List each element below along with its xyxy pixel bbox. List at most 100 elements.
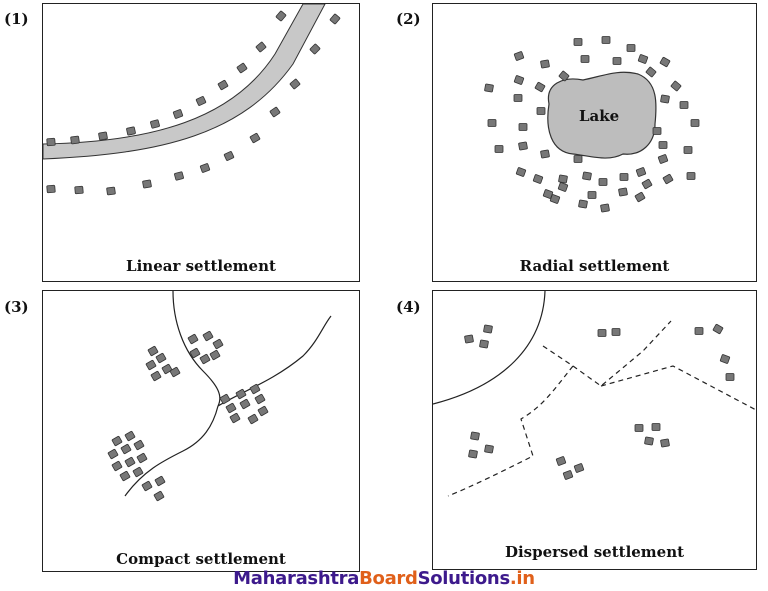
house-icon [236,62,248,74]
house-icon [126,126,136,136]
house-icon [195,96,207,106]
house-icon [612,57,622,65]
lake [547,71,657,159]
watermark-part3: Solutions [417,568,511,589]
panel-caption: Linear settlement [126,257,276,275]
house-icon [111,435,123,447]
house-icon [515,167,527,177]
house-icon [660,438,670,448]
house-icon [150,370,162,382]
linear-map [43,4,341,196]
house-icon [111,460,123,472]
dispersed-map [433,291,756,497]
house-icon [573,155,583,163]
house-icon [557,182,569,192]
house-icon [257,405,269,417]
house-icon [626,44,636,52]
watermark-part4: .in [509,568,535,589]
house-icon [169,366,181,378]
house-icon [513,94,523,102]
house-icon [652,127,662,135]
house-icon [549,194,561,204]
lake-label: Lake [579,107,620,125]
houses [484,36,700,213]
watermark-part1: Maharashtra [233,568,360,589]
house-icon [468,449,478,459]
house-icon [494,145,504,153]
house-icon [611,328,621,336]
house-icon [634,424,644,432]
house-icon [199,163,211,173]
house-icon [239,398,251,410]
house-icon [124,430,136,442]
panel-number-4: (4) [396,298,421,316]
road [43,4,326,160]
house-icon [562,470,574,480]
house-icon [174,171,184,181]
house-icon [532,174,544,184]
panel-number-2: (2) [396,10,421,28]
house-icon [558,174,568,184]
house-icon [619,173,629,181]
house-icon [484,444,494,454]
house-icon [645,66,657,78]
house-icon [212,338,224,350]
panel-number-3: (3) [4,298,29,316]
house-icon [153,490,165,502]
house-icon [679,101,689,109]
house-icon [289,78,301,90]
house-icon [644,436,654,446]
house-icon [187,333,199,345]
house-icon [597,329,607,337]
house-icon [154,475,166,487]
panel-caption: Radial settlement [519,257,670,275]
house-icon [518,141,528,151]
house-icon [235,388,247,400]
watermark-part2: Board [359,568,418,589]
house-icon [217,79,229,91]
house-icon [255,41,267,53]
house-icon [309,43,321,55]
boundary-line [433,291,546,405]
house-icon [573,463,585,473]
house-icon [70,135,80,145]
house-icon [573,38,583,46]
house-icon [136,452,148,464]
house-icon [634,191,646,203]
house-icon [518,123,528,131]
house-icon [223,151,235,161]
house-icon [46,184,56,194]
house-icon [598,178,608,186]
house-icon [225,402,237,414]
house-icon [694,327,704,335]
house-icon [484,83,494,93]
house-icon [161,363,173,375]
house-icon [658,141,668,149]
house-icon [683,146,693,154]
house-icon [657,154,669,164]
houses [464,323,735,480]
houses [107,330,269,502]
house-icon [119,470,131,482]
house-icon [487,119,497,127]
house-icon [142,179,152,189]
house-icon [172,109,184,119]
house-icon [147,345,159,357]
house-icon [660,94,670,104]
site-watermark: MaharashtraBoardSolutions.in [0,568,768,589]
house-icon [470,431,480,441]
house-icon [513,51,525,61]
house-icon [555,456,567,466]
house-icon [513,75,525,85]
panel-caption: Compact settlement [116,550,286,568]
house-icon [46,137,56,147]
house-icon [141,480,153,492]
house-icon [601,36,611,44]
dashed-paths [447,320,756,497]
house-icon [189,347,201,359]
house-icon [254,393,266,405]
house-icon [534,81,546,93]
house-icon [635,167,647,177]
house-icon [659,56,671,68]
house-icon [145,359,157,371]
